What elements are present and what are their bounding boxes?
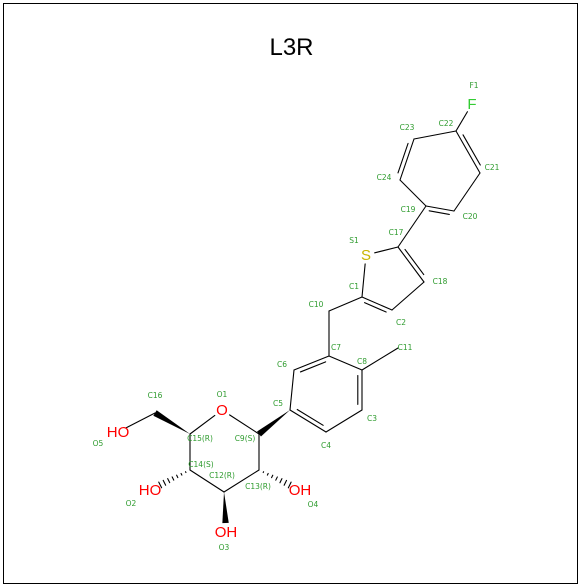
bond-c14-c12 <box>189 469 225 493</box>
atom-labels-layer: FF1C22C23C21C24C20C19C17SS1C1C18C2C10C7C… <box>93 81 500 552</box>
atom-label-c2: C2 <box>396 318 406 327</box>
bond-c21-c22 <box>455 130 481 174</box>
atom-symbol-o3: OH <box>215 524 238 541</box>
atom-label-c23: C23 <box>400 123 415 132</box>
atom-label-c4: C4 <box>321 441 331 450</box>
atom-label-c7: C7 <box>331 343 341 352</box>
bond-c5-c9 <box>257 410 290 437</box>
bond-c8-c3 <box>357 369 363 411</box>
atom-label-c9: C9(S) <box>235 434 256 443</box>
bond-s1-c1 <box>361 263 366 298</box>
atom-label-c24: C24 <box>377 173 392 182</box>
page-title: L3R <box>269 34 314 61</box>
bond-c24-c19 <box>399 179 427 207</box>
bond-c1-c2 <box>361 296 393 313</box>
atom-label-c5: C5 <box>273 399 283 408</box>
bond-c7-c8 <box>328 355 363 371</box>
atom-label-o3: O3 <box>219 543 230 552</box>
atom-symbol-o2: HO <box>139 482 162 499</box>
atom-label-o4: O4 <box>308 500 319 509</box>
bond-c13-o4 <box>262 471 292 489</box>
atom-label-c22: C22 <box>439 119 454 128</box>
bond-c17-s1 <box>374 246 399 254</box>
atom-label-c12: C12(R) <box>209 471 235 480</box>
bond-c16-o5 <box>125 412 156 429</box>
bond-c12-o3 <box>222 492 229 524</box>
atom-label-f1: F1 <box>469 81 478 90</box>
diagram-frame <box>3 3 578 584</box>
bond-c19-c20 <box>425 205 455 215</box>
bond-c1-c10 <box>328 296 363 312</box>
atom-label-c1: C1 <box>349 282 359 291</box>
atom-label-c10: C10 <box>309 300 324 309</box>
atom-label-c18: C18 <box>433 277 448 286</box>
atom-label-c6: C6 <box>277 360 287 369</box>
bond-c22-f1 <box>455 111 468 132</box>
bond-c9-o1 <box>229 414 260 435</box>
bond-c15-c16 <box>153 410 190 434</box>
bond-c12-c13 <box>223 469 260 493</box>
atom-label-c15: C15(R) <box>187 434 213 443</box>
bond-c22-c23 <box>413 130 457 140</box>
bond-c14-o2 <box>158 471 187 489</box>
bond-c3-c4 <box>325 409 363 433</box>
atom-symbol-s1: S <box>361 247 371 264</box>
atom-label-s1: S1 <box>349 236 359 245</box>
bond-c18-c17 <box>397 246 425 283</box>
atom-label-o1: O1 <box>217 390 228 399</box>
atom-symbol-f1: F <box>467 96 476 113</box>
atom-symbol-o5: HO <box>107 424 130 441</box>
bond-c8-c11 <box>361 347 399 371</box>
atom-label-c19: C19 <box>401 205 416 214</box>
atom-label-c14: C14(S) <box>188 460 213 469</box>
bond-c20-c21 <box>453 172 481 212</box>
bonds-layer <box>125 111 481 524</box>
bond-c4-c5 <box>289 408 327 433</box>
atom-symbol-o1: O <box>216 402 228 419</box>
bond-c19-c17 <box>397 205 427 248</box>
atom-label-o5: O5 <box>93 439 104 448</box>
bond-c23-c24 <box>397 138 415 181</box>
atom-label-c16: C16 <box>148 391 163 400</box>
bond-c5-c6 <box>289 369 295 411</box>
atom-label-c13: C13(R) <box>245 482 271 491</box>
atom-label-c17: C17 <box>389 228 404 237</box>
atom-label-c20: C20 <box>463 212 478 221</box>
bond-c6-c7 <box>293 355 330 373</box>
bond-c2-c18 <box>391 281 425 311</box>
atom-label-c8: C8 <box>357 357 367 366</box>
atom-label-o2: O2 <box>126 499 137 508</box>
bond-o1-c15 <box>189 414 216 435</box>
atom-label-c21: C21 <box>485 163 500 172</box>
atom-label-c3: C3 <box>367 414 377 423</box>
atom-symbol-o4: OH <box>289 482 312 499</box>
atom-label-c11: C11 <box>398 343 413 352</box>
